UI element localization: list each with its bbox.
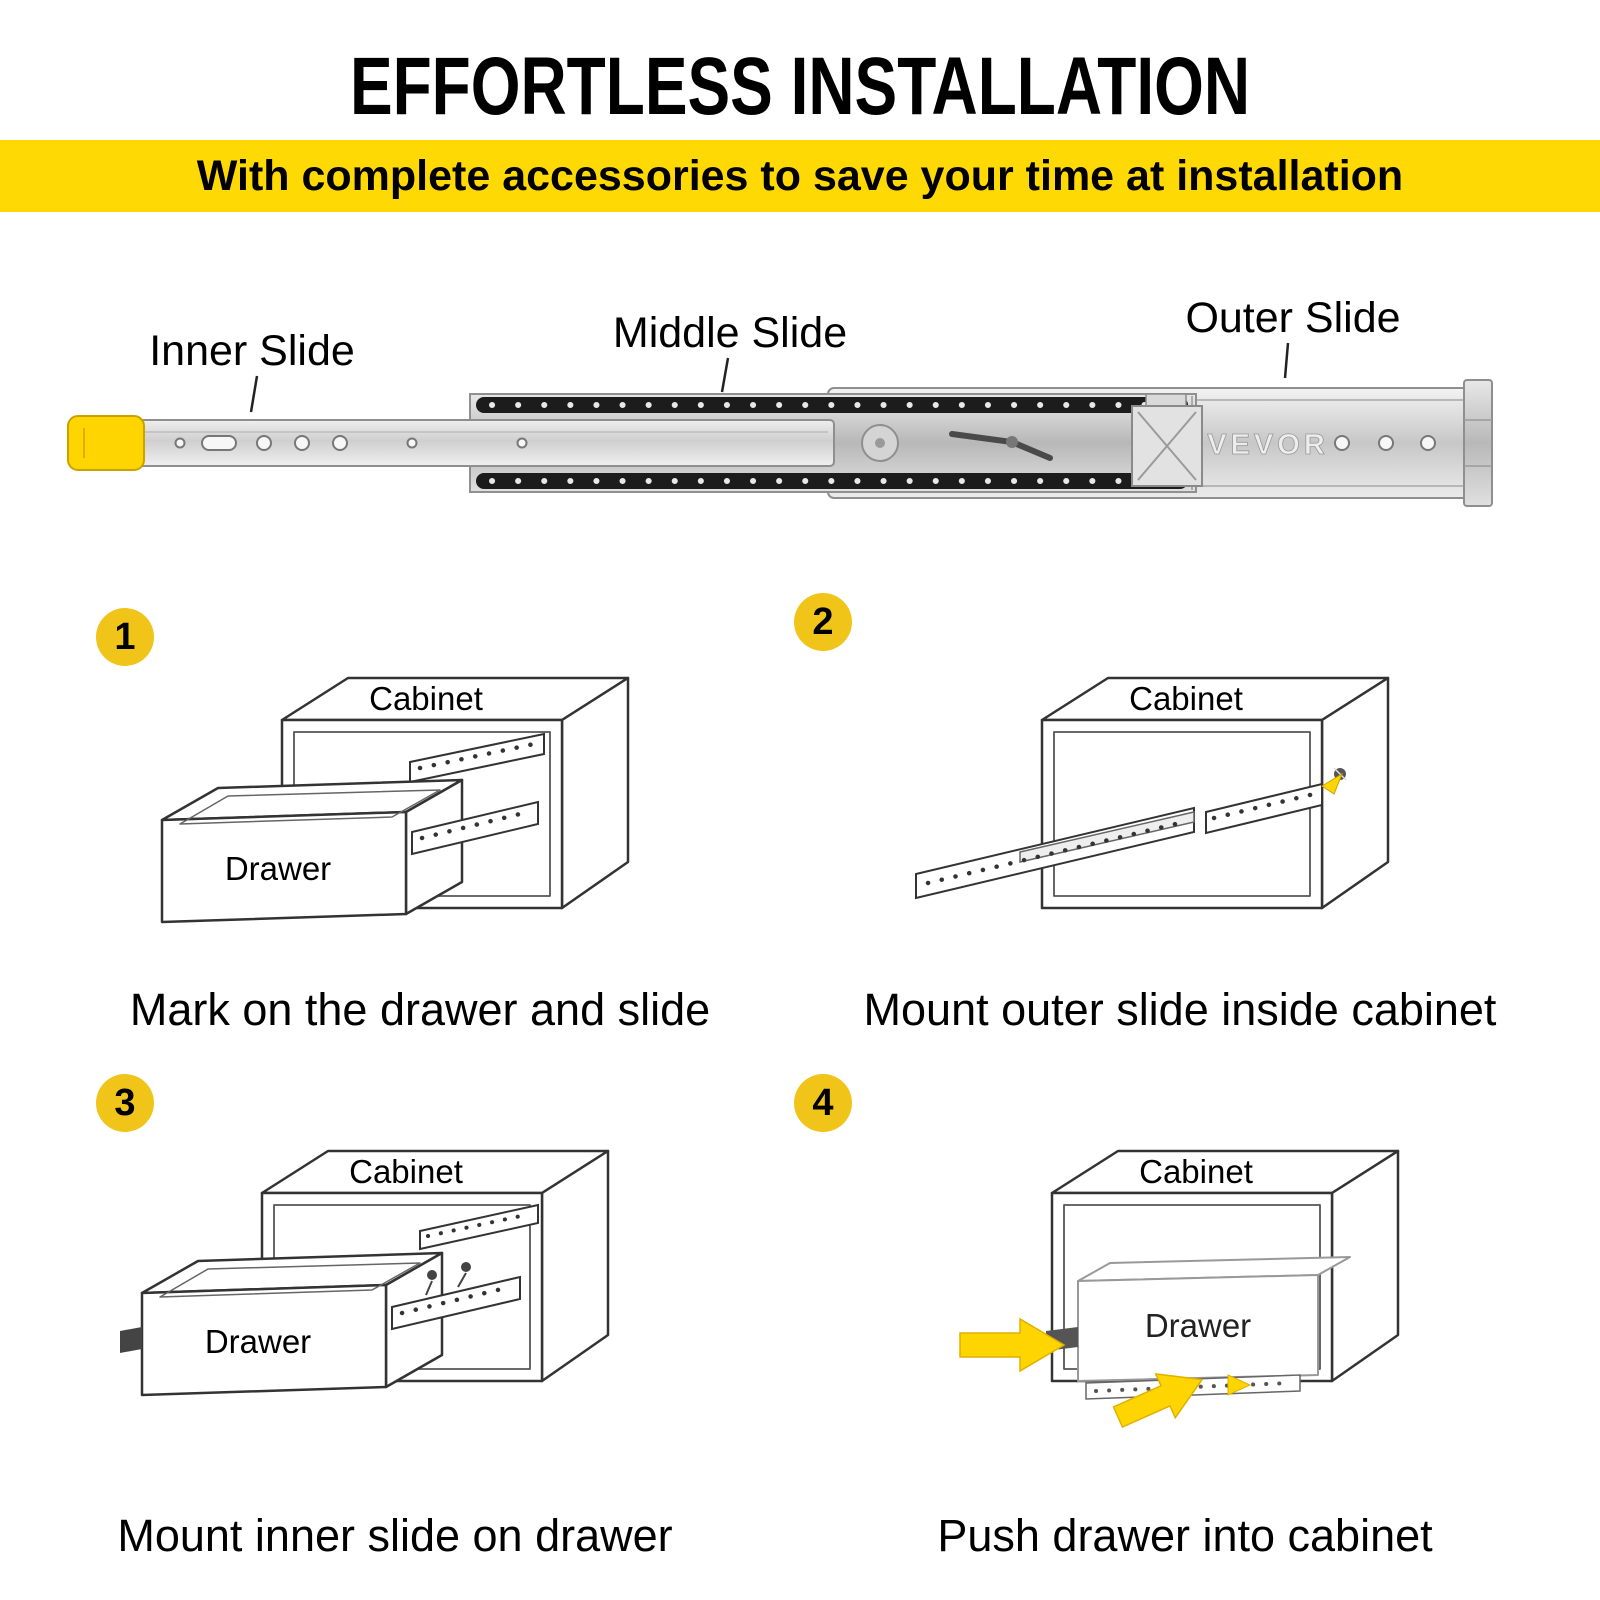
page-title: EFFORTLESS INSTALLATION: [0, 40, 1600, 134]
cabinet-drawing: [1040, 676, 1390, 910]
step1-illustration: Cabinet Drawer: [160, 676, 630, 924]
cabinet-label: Cabinet: [349, 1153, 463, 1190]
step2-number: 2: [812, 600, 834, 643]
step2-caption: Mount outer slide inside cabinet: [863, 984, 1497, 1035]
screw-icon: [1321, 767, 1347, 795]
cabinet-rail: [419, 1203, 539, 1251]
drawer-label: Drawer: [205, 1323, 311, 1360]
step4-illustration: Cabinet Drawer: [959, 1149, 1400, 1429]
cabinet-label: Cabinet: [1129, 680, 1243, 717]
push-arrow-icon: [959, 1317, 1066, 1373]
cabinet-rail: [409, 732, 545, 784]
slide-rail-illustration: Inner Slide Middle Slide Outer Slide VEV…: [67, 294, 1493, 507]
step4-number-badge: 4: [794, 1074, 852, 1132]
step3-caption: Mount inner slide on drawer: [117, 1510, 673, 1561]
brand-logo: VEVOR: [1207, 429, 1329, 461]
drawer-drawing: [1077, 1256, 1351, 1382]
extended-slide: [915, 806, 1195, 900]
inner-slide-pointer-line: [249, 375, 259, 413]
screw-icons: [425, 1262, 471, 1296]
small-arrow-icon: [1227, 1374, 1252, 1396]
drawer-rail: [391, 1275, 521, 1331]
drawer-rail: [411, 800, 539, 856]
step1-caption: Mark on the drawer and slide: [129, 984, 711, 1035]
step3-number-badge: 3: [96, 1074, 154, 1132]
step2-number-badge: 2: [794, 593, 852, 651]
release-tab: [67, 415, 145, 471]
push-arrow-icon: [1112, 1373, 1204, 1429]
outer-slide-label: Outer Slide: [1185, 294, 1400, 342]
drawer-drawing: [160, 778, 464, 924]
subtitle-banner: With complete accessories to save your t…: [0, 140, 1600, 212]
page-title-text: EFFORTLESS INSTALLATION: [349, 41, 1251, 132]
step4-number: 4: [812, 1081, 834, 1124]
cabinet-label: Cabinet: [1139, 1153, 1253, 1190]
subtitle-text: With complete accessories to save your t…: [196, 151, 1404, 200]
outer-slide-pointer-line: [1283, 342, 1290, 379]
drawer-latch-handle: [120, 1327, 142, 1353]
step1-number: 1: [114, 615, 136, 658]
middle-slide-pointer-line: [720, 357, 730, 393]
mounted-outer-slide: [1205, 782, 1323, 835]
lock-mechanism-graphic: [861, 393, 1203, 487]
step3-illustration: Cabinet Drawer: [120, 1149, 610, 1397]
step4-caption: Push drawer into cabinet: [937, 1510, 1433, 1561]
step2-illustration: Cabinet: [915, 676, 1390, 910]
step1-number-badge: 1: [96, 608, 154, 666]
step3-number: 3: [114, 1081, 136, 1124]
inner-slide-label: Inner Slide: [149, 327, 355, 375]
drawer-label: Drawer: [1145, 1307, 1251, 1344]
inner-slide-graphic: [67, 415, 835, 471]
drawer-label: Drawer: [225, 850, 331, 887]
cabinet-label: Cabinet: [369, 680, 483, 717]
middle-slide-label: Middle Slide: [613, 309, 847, 357]
